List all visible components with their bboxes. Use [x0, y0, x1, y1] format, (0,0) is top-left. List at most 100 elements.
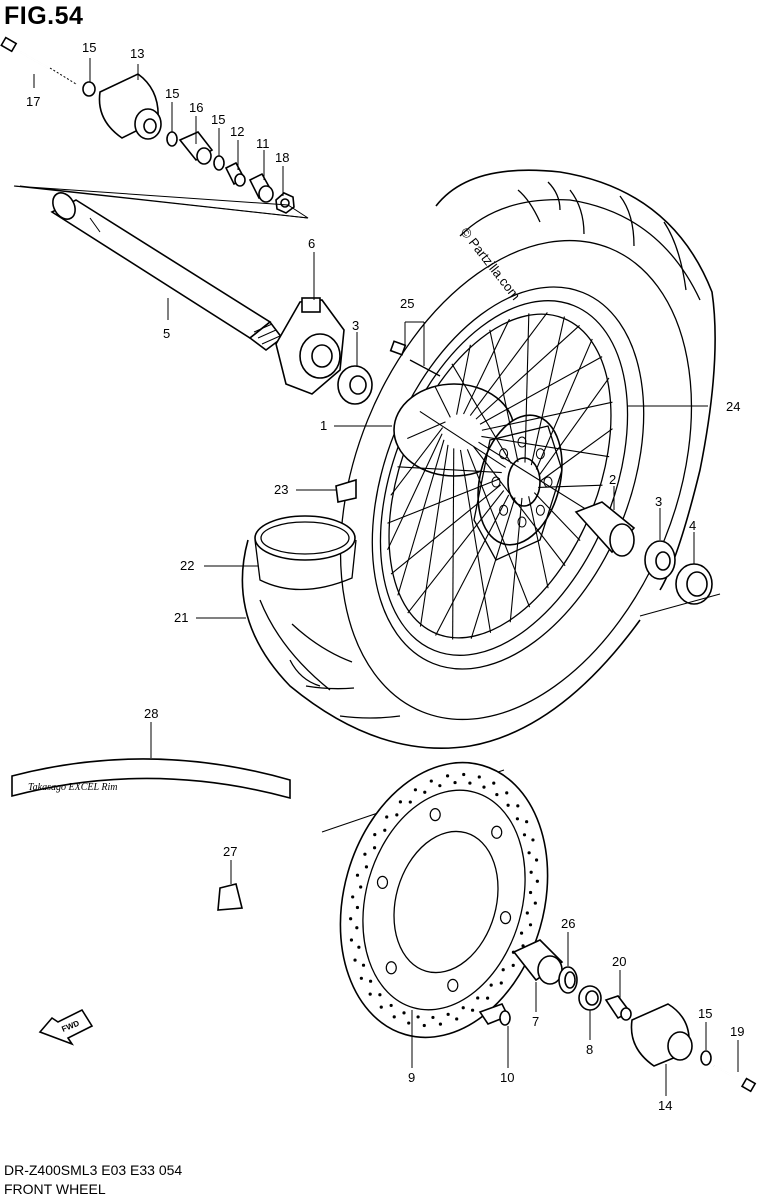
spoke — [435, 494, 510, 636]
callout-11: 11 — [256, 136, 270, 151]
washer-part-15b — [166, 131, 178, 147]
axle-bolt-part-17 — [0, 36, 77, 85]
callout-27: 27 — [223, 844, 237, 859]
spoke — [419, 410, 507, 468]
callout-9: 9 — [408, 1070, 415, 1085]
axle-cap-part-14 — [630, 1003, 693, 1067]
callout-24: 24 — [726, 399, 740, 414]
spoke — [528, 496, 549, 589]
spoke — [390, 427, 444, 496]
oil-seal-part-26 — [558, 966, 578, 994]
disc-perforation — [525, 911, 529, 915]
callout-2: 2 — [609, 472, 616, 487]
disc-perforation — [531, 838, 535, 842]
inner-tube-part-22 — [254, 515, 357, 591]
spoke — [390, 484, 502, 575]
nut-part-8 — [578, 985, 602, 1011]
callout-23: 23 — [274, 482, 288, 497]
spoke — [397, 439, 445, 596]
disc-perforation — [407, 1021, 411, 1025]
spoke — [475, 325, 580, 420]
rim-sticker-part-28: Takasago EXCEL Rim — [11, 758, 291, 800]
callout-5: 5 — [163, 326, 170, 341]
disc-perforation — [372, 846, 377, 850]
collar-part-12 — [224, 161, 246, 187]
disc-perforation — [355, 873, 360, 877]
disc-perforation — [534, 858, 539, 862]
callout-labels: 17 15 13 15 16 15 12 11 18 6 5 3 25 1 24… — [26, 40, 744, 1113]
disc-perforation — [446, 1012, 450, 1016]
disc-perforation — [429, 779, 433, 783]
disc-perforation — [351, 895, 355, 899]
disc-perforation — [461, 1006, 465, 1010]
callout-13: 13 — [130, 46, 144, 61]
brake-disc-part-9 — [321, 761, 549, 1039]
rim-band-part-23 — [335, 478, 357, 503]
hub-bolt-hole — [535, 504, 545, 516]
callout-22: 22 — [180, 558, 194, 573]
callout-3-left: 3 — [352, 318, 359, 333]
spoke — [469, 312, 548, 416]
disc-perforation — [485, 996, 490, 1000]
callout-16: 16 — [189, 100, 203, 115]
disc-perforation — [416, 1015, 420, 1019]
rim-sticker-text: Takasago EXCEL Rim — [28, 782, 117, 793]
disc-float-button — [385, 961, 397, 975]
disc-bolt-part-10 — [478, 1003, 511, 1026]
washer-part-15c — [213, 155, 225, 171]
spoke — [530, 316, 565, 466]
disc-perforation — [492, 781, 496, 785]
disc-perforation — [385, 815, 389, 819]
disc-perforation — [445, 774, 450, 778]
disc-perforation — [462, 772, 466, 777]
disc-perforation — [505, 791, 509, 795]
callout-21: 21 — [174, 610, 188, 625]
disc-perforation — [359, 976, 363, 980]
disc-perforation — [364, 865, 369, 869]
callout-28: 28 — [144, 706, 158, 721]
spoke — [535, 338, 593, 470]
disc-perforation — [522, 833, 527, 837]
disc-perforation — [535, 879, 539, 883]
spoke — [509, 497, 523, 623]
disc-perforation — [477, 775, 481, 779]
disc-perforation — [353, 958, 357, 962]
disc-perforation — [395, 813, 399, 817]
spoke — [489, 329, 519, 463]
spoke — [434, 386, 451, 418]
figure-title: FIG.54 — [4, 2, 84, 30]
callout-7: 7 — [532, 1014, 539, 1029]
disc-perforation — [528, 923, 533, 927]
disc-perforation — [528, 890, 533, 895]
spacer-part-20 — [604, 995, 632, 1021]
disc-perforation — [501, 968, 505, 972]
disc-perforation — [361, 963, 366, 967]
disc-perforation — [389, 1003, 393, 1008]
disc-perforation — [402, 1011, 406, 1015]
spacer-part-2 — [574, 501, 636, 557]
disc-perforation — [515, 817, 520, 821]
disc-perforation — [516, 804, 520, 808]
disc-float-button — [491, 825, 503, 839]
disc-perforation — [499, 981, 503, 985]
disc-perforation — [373, 833, 377, 837]
washer-part-15a — [82, 81, 96, 97]
callout-15-d: 15 — [698, 1006, 712, 1021]
spoke — [481, 435, 610, 458]
spacer-part-16 — [178, 131, 214, 165]
spoke — [466, 449, 531, 608]
spoke — [470, 497, 516, 639]
disc-perforation — [482, 785, 486, 789]
spoke — [481, 401, 613, 431]
disc-float-button — [447, 978, 459, 993]
bearing-part-3-left — [337, 365, 373, 405]
spoke — [419, 444, 449, 627]
disc-perforation — [408, 800, 412, 804]
spoke-nipple-part-25 — [389, 321, 441, 377]
nut-part-18 — [275, 192, 295, 214]
callout-15-b: 15 — [165, 86, 179, 101]
spoke — [539, 428, 613, 482]
disc-perforation — [357, 945, 361, 949]
disc-perforation — [476, 996, 480, 1000]
